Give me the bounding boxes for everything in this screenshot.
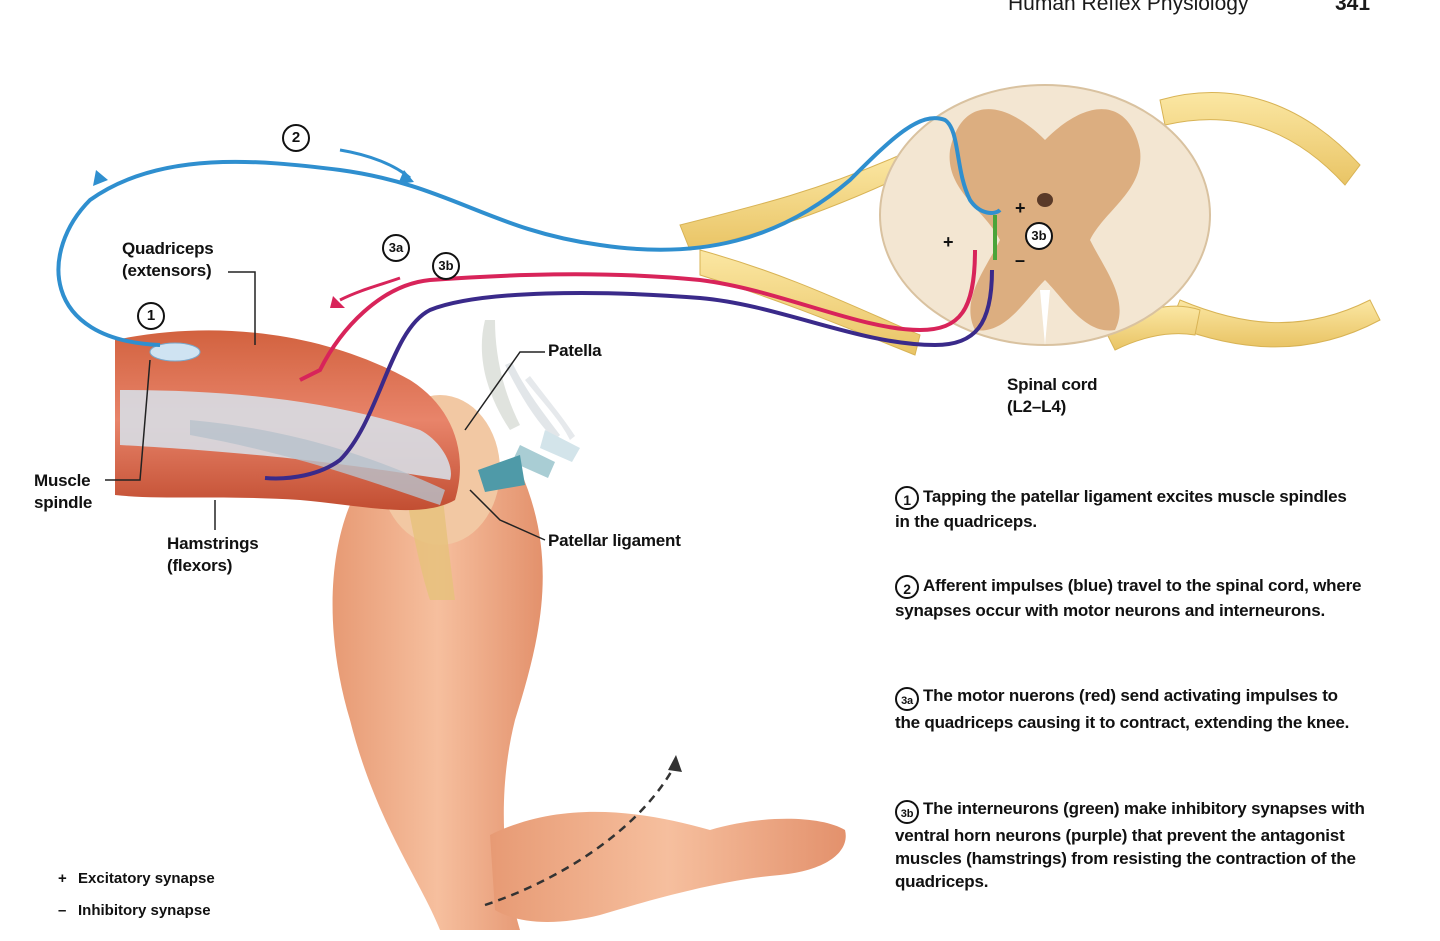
cord-minus: –	[1015, 250, 1026, 270]
marker-step-3b-leg: 3b	[432, 252, 460, 280]
step-1-text: Tapping the patellar ligament excites mu…	[895, 487, 1347, 531]
marker-step-1: 1	[137, 302, 165, 330]
legend-inhibitory-symbol: –	[58, 902, 67, 919]
label-hamstrings: Hamstrings (flexors)	[167, 534, 259, 575]
ventral-horn-neuron-path	[264, 269, 994, 481]
step-3a-badge: 3a	[895, 687, 919, 711]
legend-excitatory-label: Excitatory synapse	[78, 870, 215, 887]
legend-inhibitory: –Inhibitory synapse	[58, 902, 211, 919]
label-quadriceps: Quadriceps (extensors)	[122, 239, 214, 280]
step-2-text: Afferent impulses (blue) travel to the s…	[895, 576, 1362, 620]
marker-step-3b-cord: 3b	[1025, 222, 1053, 250]
motor-neuron-path	[299, 249, 977, 382]
legend-excitatory: + Excitatory synapse	[58, 870, 215, 887]
step-1-badge: 1	[895, 486, 919, 510]
marker-step-3a: 3a	[382, 234, 410, 262]
legend-inhibitory-label: Inhibitory synapse	[78, 902, 211, 919]
leg	[115, 330, 846, 930]
step-3a-text: The motor nuerons (red) send activating …	[895, 686, 1350, 732]
legend-excitatory-symbol: +	[58, 870, 67, 887]
step-3b-badge: 3b	[895, 800, 919, 824]
label-spinal-cord: Spinal cord (L2–L4)	[1007, 375, 1098, 416]
label-muscle-spindle: Muscle spindle	[34, 471, 93, 512]
label-patella: Patella	[548, 341, 602, 360]
header-page-number: 341	[1335, 0, 1371, 15]
header-title: Human Reflex Physiology	[1008, 0, 1249, 15]
marker-step-2: 2	[282, 124, 310, 152]
spinal-cord-section	[879, 84, 1211, 346]
cord-plus-top: +	[1015, 198, 1026, 218]
step-2-badge: 2	[895, 575, 919, 599]
label-patellar-ligament: Patellar ligament	[548, 531, 681, 550]
afferent-neuron-path	[56, 116, 1002, 347]
cord-plus-left: +	[943, 232, 954, 252]
step-3b-text: The interneurons (green) make inhibitory…	[895, 799, 1365, 891]
